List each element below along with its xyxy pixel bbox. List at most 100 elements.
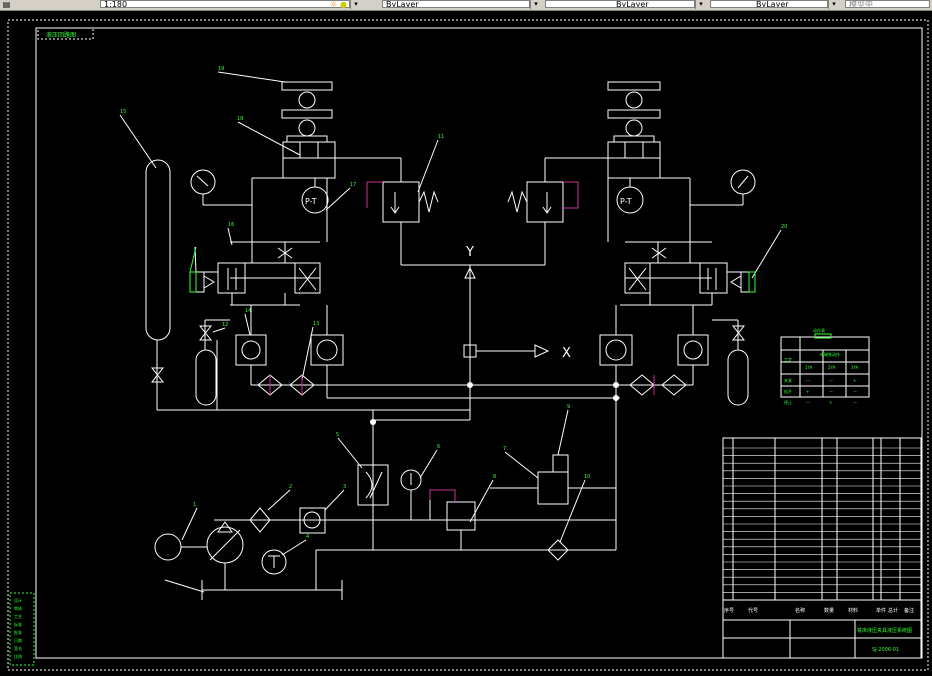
lineweight-dropdown-arrow[interactable]: ▾: [828, 0, 839, 9]
svg-text:+: +: [853, 378, 856, 383]
label-y: Y: [465, 245, 474, 260]
svg-text:+: +: [829, 400, 832, 405]
sun-icon[interactable]: ☼: [329, 0, 338, 9]
svg-text:停止: 停止: [784, 399, 792, 405]
label-pt-right: P-T: [620, 197, 632, 206]
svg-text:SJ-2006-01: SJ-2006-01: [872, 647, 899, 653]
pressure-gauge-left: [190, 169, 252, 206]
svg-text:+: +: [806, 389, 809, 394]
layer-dropdown[interactable]: 1:180: [100, 0, 350, 8]
svg-text:8: 8: [493, 474, 496, 480]
svg-text:1: 1: [193, 502, 196, 508]
left-stack-boxes: [9, 592, 35, 666]
title-block-header: 序号 代号 名称 数量 材料 单件 总计 备注: [724, 607, 914, 614]
svg-text:—: —: [829, 389, 833, 394]
color-dropdown-arrow[interactable]: ▾: [530, 0, 541, 9]
svg-text:7: 7: [503, 446, 506, 452]
svg-text:3: 3: [343, 484, 346, 490]
layer-icon[interactable]: ▤: [2, 0, 11, 9]
svg-text:19: 19: [218, 66, 224, 72]
svg-text:12: 12: [222, 322, 228, 328]
legend-table: [780, 336, 870, 398]
svg-text:13: 13: [313, 321, 319, 327]
title-block-rows: [723, 447, 921, 601]
side-stack-label: 工艺: [14, 614, 22, 619]
svg-text:—: —: [853, 400, 857, 405]
drawing-frame: [35, 27, 923, 659]
pressure-gauge-right: [690, 169, 756, 206]
side-stack-label: 签名: [14, 645, 22, 651]
svg-text:代号: 代号: [748, 607, 758, 614]
svg-text:2YA: 2YA: [828, 365, 836, 370]
linetype-dropdown[interactable]: ByLayer: [545, 0, 695, 8]
svg-text:16: 16: [228, 222, 234, 228]
right-circuit-lines: [599, 177, 756, 550]
left-clamp-cylinder: [281, 81, 336, 179]
svg-text:电磁铁动作: 电磁铁动作: [820, 351, 840, 357]
pressure-switch-right: [616, 178, 644, 214]
svg-text:3YA: 3YA: [851, 365, 859, 370]
pump-supply-circuit: [154, 410, 616, 600]
outer-dashed-border: [7, 19, 929, 671]
search-input[interactable]: 模型中: [845, 0, 930, 8]
drawing-canvas[interactable]: 液压回路图 Y X P-T P-T 19 18 16 17 15 14 13 1…: [0, 10, 932, 676]
leader-lines: [119, 71, 782, 593]
svg-text:10: 10: [584, 474, 590, 480]
title-block-text: 铣床液压夹具液压系统图 SJ-2006-01: [857, 627, 912, 653]
svg-text:2: 2: [289, 484, 292, 490]
svg-text:15: 15: [120, 109, 126, 115]
top-left-tag: 液压回路图: [46, 31, 76, 39]
color-dropdown[interactable]: ByLayer: [382, 0, 530, 8]
top-left-tag-box: [37, 27, 94, 40]
property-toolbar: ▤ 1:180 ▾ ☼ ● ByLayer ▾ ByLayer ▾ ByLaye…: [0, 0, 932, 11]
side-stack-label: 日期: [14, 637, 22, 643]
svg-text:18: 18: [237, 116, 243, 122]
side-stack-label: 设计: [14, 597, 22, 603]
lineweight-dropdown[interactable]: ByLayer: [710, 0, 828, 8]
svg-text:工步: 工步: [784, 356, 792, 362]
svg-text:序号: 序号: [724, 607, 734, 614]
svg-text:—: —: [829, 378, 833, 383]
svg-text:9: 9: [567, 404, 570, 410]
legend-table-text: 动作表 工步 电磁铁动作 1YA 2YA 3YA 夹紧 — — + 松开 + —…: [784, 327, 859, 405]
svg-text:20: 20: [781, 224, 787, 230]
svg-text:数量: 数量: [824, 607, 834, 614]
green-accents: [189, 246, 832, 339]
pilot-valves: [335, 157, 608, 421]
svg-text:单件: 单件: [876, 607, 886, 614]
side-stack-label: 批准: [14, 629, 22, 635]
svg-text:1YA: 1YA: [805, 365, 813, 370]
label-pt-left: P-T: [305, 197, 317, 206]
lightbulb-icon[interactable]: ●: [340, 0, 347, 9]
svg-text:6: 6: [437, 444, 440, 450]
side-stack-label: 审核: [14, 605, 22, 611]
svg-text:总计: 总计: [888, 607, 898, 614]
svg-text:松开: 松开: [784, 388, 792, 394]
right-clamp-cylinder: [607, 81, 661, 179]
green-dots: [370, 382, 619, 425]
linetype-dropdown-arrow[interactable]: ▾: [695, 0, 706, 9]
svg-text:材料: 材料: [848, 607, 858, 614]
svg-text:动作表: 动作表: [813, 327, 825, 333]
layer-dropdown-arrow[interactable]: ▾: [350, 0, 361, 9]
svg-text:夹紧: 夹紧: [784, 377, 792, 383]
accent-lines: [269, 181, 655, 502]
svg-text:4: 4: [306, 534, 309, 540]
svg-text:14: 14: [245, 308, 251, 314]
svg-text:17: 17: [350, 182, 356, 188]
part-number-labels: 19 18 16 17 15 14 13 12 11 1 2 3 4 5 6 7…: [120, 66, 787, 540]
label-x: X: [562, 346, 571, 361]
side-stack-label: 标准: [14, 621, 22, 627]
svg-text:备注: 备注: [904, 607, 914, 614]
svg-text:—: —: [806, 400, 810, 405]
side-stack-label: 比例: [14, 653, 22, 659]
svg-text:—: —: [806, 378, 810, 383]
left-circuit-lines: [189, 177, 620, 410]
svg-text:5: 5: [336, 432, 339, 438]
svg-text:铣床液压夹具液压系统图: 铣床液压夹具液压系统图: [857, 627, 912, 634]
svg-text:11: 11: [438, 134, 444, 140]
pressure-switch-left: [301, 178, 329, 214]
svg-text:—: —: [853, 389, 857, 394]
title-block: [722, 437, 922, 659]
accumulator-left: [145, 159, 470, 411]
